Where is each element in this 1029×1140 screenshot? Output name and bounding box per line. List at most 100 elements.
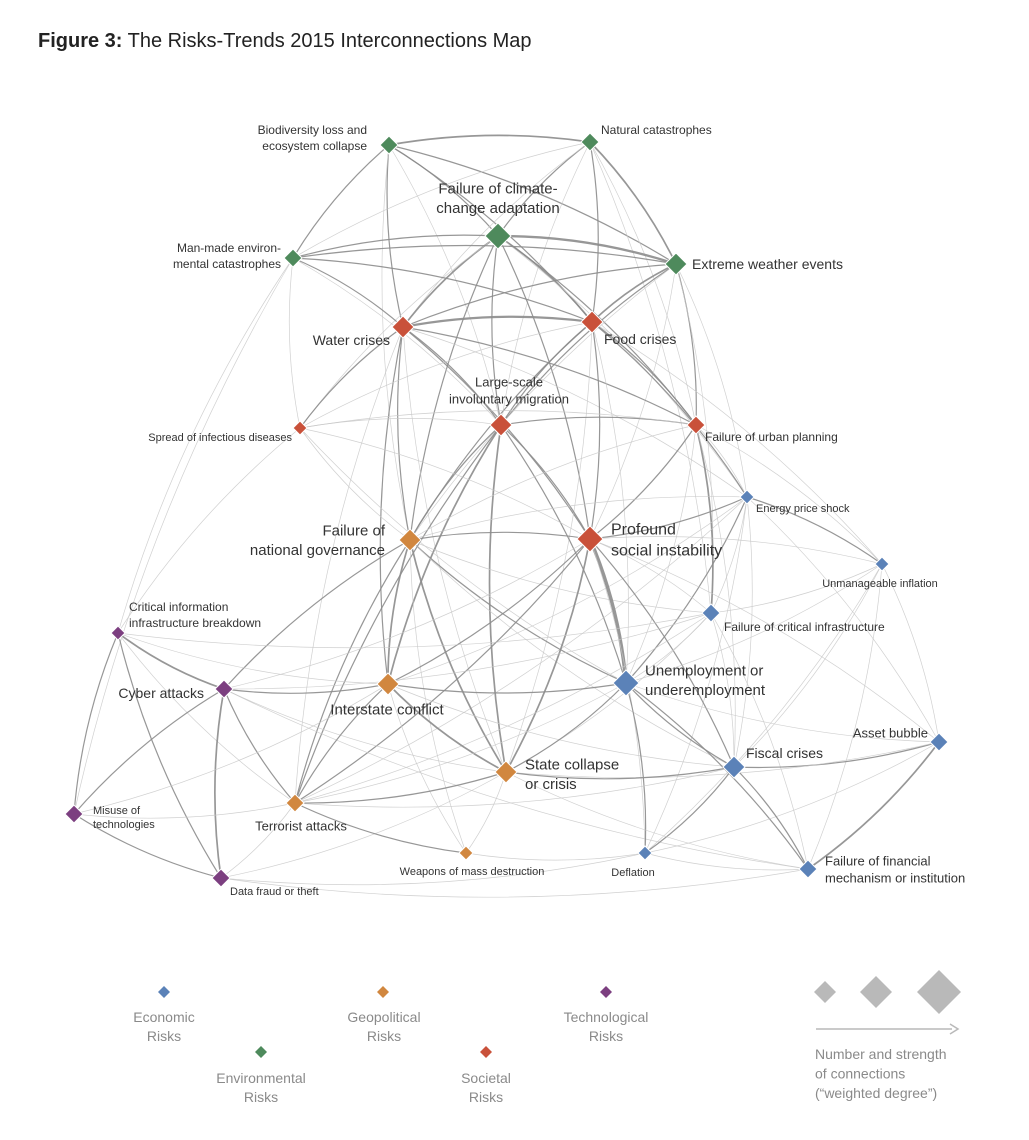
connection-lines: [73, 134, 940, 898]
risk-node-terrorist[interactable]: Terrorist attacks: [255, 793, 347, 834]
legend-label: Risks: [469, 1089, 503, 1105]
edge-inflation-asset: [881, 563, 940, 743]
edge-instability-state_collapse: [505, 538, 591, 773]
edge-interstate-state_collapse: [387, 683, 507, 773]
edge-climate-manmade: [292, 234, 499, 259]
risk-node-fiscal[interactable]: Fiscal crises: [722, 745, 823, 779]
risk-marker-deflation[interactable]: [637, 845, 653, 861]
risk-marker-biodiversity[interactable]: [379, 135, 399, 155]
risk-label: Critical information: [129, 600, 228, 614]
risk-marker-water[interactable]: [391, 315, 415, 339]
risk-marker-state-collapse[interactable]: [494, 760, 518, 784]
risk-marker-interstate[interactable]: [376, 672, 400, 696]
edge-inflation-crit_infra: [710, 563, 883, 614]
risk-node-deflation[interactable]: Deflation: [611, 845, 655, 879]
legend: EconomicRisksEnvironmentalRisksGeopoliti…: [133, 970, 961, 1105]
edge-energy-fiscal: [733, 496, 753, 768]
edge-unemployment-asset: [625, 682, 940, 743]
edge-food-unemployment: [591, 321, 629, 684]
risk-node-interstate[interactable]: Interstate conflict: [330, 672, 445, 718]
risk-node-natural-cat[interactable]: Natural catastrophes: [580, 123, 712, 152]
risk-marker-terrorist[interactable]: [285, 793, 305, 813]
risk-marker-manmade[interactable]: [283, 248, 303, 268]
edge-manmade-food: [292, 257, 593, 323]
risk-marker-wmd[interactable]: [458, 845, 474, 861]
risk-marker-cii[interactable]: [110, 625, 126, 641]
risk-marker-fiscal[interactable]: [722, 755, 746, 779]
risk-marker-instability[interactable]: [576, 525, 604, 553]
risk-marker-fraud[interactable]: [211, 868, 231, 888]
edge-water-governance: [397, 326, 411, 541]
risk-node-food[interactable]: Food crises: [580, 310, 676, 347]
edge-urban-governance: [409, 424, 697, 541]
risk-label: Failure of climate-: [438, 180, 557, 197]
edge-biodiversity-natural_cat: [388, 134, 591, 146]
legend-label: Geopolitical: [347, 1009, 420, 1025]
risk-node-water[interactable]: Water crises: [313, 315, 415, 348]
risk-marker-climate[interactable]: [484, 222, 512, 250]
risk-marker-infectious[interactable]: [292, 420, 308, 436]
risk-node-infectious[interactable]: Spread of infectious diseases: [148, 420, 308, 444]
risk-marker-weather[interactable]: [664, 252, 688, 276]
risk-label: Failure of urban planning: [705, 430, 838, 444]
edge-governance-fiscal: [409, 539, 735, 768]
risk-marker-crit-infra[interactable]: [701, 603, 721, 623]
edge-instability-fiscal: [589, 538, 735, 768]
risk-node-fraud[interactable]: Data fraud or theft: [211, 868, 319, 898]
edge-interstate-unemployment: [387, 682, 627, 694]
edge-water-migration: [402, 326, 502, 426]
edge-deflation-financial: [644, 852, 809, 871]
edge-cii-terrorist: [117, 632, 296, 804]
edge-energy-deflation: [644, 496, 748, 854]
risk-node-cyber[interactable]: Cyber attacks: [118, 679, 234, 701]
risk-marker-migration[interactable]: [489, 413, 513, 437]
edge-weather-urban: [675, 263, 697, 426]
risk-label: technologies: [93, 819, 155, 831]
edge-inflation-deflation: [644, 563, 883, 854]
edge-unemployment-fiscal: [625, 682, 735, 768]
edge-energy-governance: [409, 496, 748, 541]
edge-climate-food: [497, 235, 593, 323]
edge-water-interstate: [379, 326, 404, 685]
risk-marker-asset[interactable]: [929, 732, 949, 752]
risk-marker-energy[interactable]: [739, 489, 755, 505]
risk-node-inflation[interactable]: Unmanageable inflation: [822, 556, 938, 590]
edge-cii-fraud: [117, 632, 222, 879]
risk-marker-natural-cat[interactable]: [580, 132, 600, 152]
edge-crit_infra-cyber: [223, 612, 712, 690]
risk-marker-financial[interactable]: [798, 859, 818, 879]
risk-marker-food[interactable]: [580, 310, 604, 334]
risk-marker-inflation[interactable]: [874, 556, 890, 572]
risk-marker-misuse[interactable]: [64, 804, 84, 824]
edge-energy-inflation: [746, 496, 883, 565]
risk-marker-cyber[interactable]: [214, 679, 234, 699]
risk-marker-unemployment[interactable]: [612, 669, 640, 697]
edge-crit_infra-terrorist: [294, 612, 712, 804]
risk-marker-urban[interactable]: [686, 415, 706, 435]
edge-natural_cat-migration: [500, 141, 591, 426]
risk-node-climate[interactable]: Failure of climate-change adaptation: [436, 180, 560, 250]
figure-label: Figure 3:: [38, 30, 123, 52]
risk-node-crit-infra[interactable]: Failure of critical infrastructure: [701, 603, 885, 634]
risk-node-urban[interactable]: Failure of urban planning: [686, 415, 838, 444]
risk-node-asset[interactable]: Asset bubble: [853, 726, 949, 752]
risk-node-manmade[interactable]: Man-made environ-mental catastrophes: [173, 241, 303, 271]
edge-interstate-fiscal: [387, 683, 735, 768]
risk-label: Man-made environ-: [177, 241, 281, 255]
risk-node-weather[interactable]: Extreme weather events: [664, 252, 843, 276]
risk-node-wmd[interactable]: Weapons of mass destruction: [400, 845, 545, 878]
edge-cii-misuse: [73, 632, 119, 815]
legend-label: Risks: [147, 1028, 181, 1044]
risk-marker-governance[interactable]: [398, 528, 422, 552]
risk-node-energy[interactable]: Energy price shock: [739, 489, 850, 515]
